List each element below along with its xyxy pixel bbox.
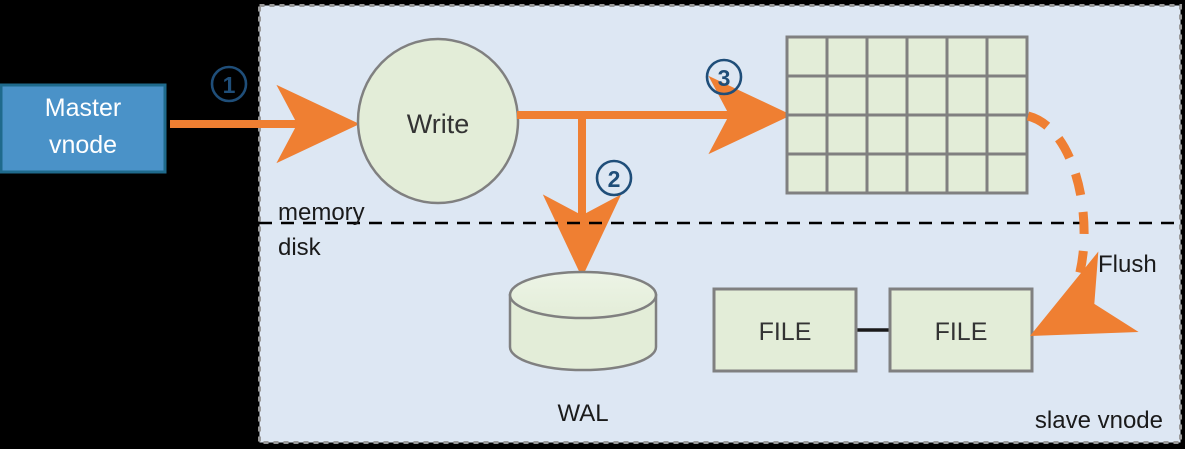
file-box-1[interactable] <box>712 287 858 373</box>
step-1-number: 1 <box>223 72 236 98</box>
file-box-2[interactable] <box>888 287 1034 373</box>
write-node-label: Write <box>407 109 470 139</box>
write-node[interactable] <box>356 37 520 205</box>
step-2-number: 2 <box>608 166 621 192</box>
flush-label: Flush <box>1098 251 1157 278</box>
file-box-1-label: FILE <box>759 318 812 346</box>
wal-cylinder-top <box>508 270 658 320</box>
flush-arrow <box>1026 111 1139 337</box>
memtable-grid[interactable] <box>785 35 1029 195</box>
wal-cylinder[interactable] <box>508 270 658 372</box>
disk-label: disk <box>278 234 322 261</box>
memory-label: memory <box>278 199 365 226</box>
slave-vnode-label: slave vnode <box>1035 407 1163 434</box>
wal-label: WAL <box>557 400 608 427</box>
step-3-number: 3 <box>718 65 731 91</box>
step-2-circle <box>595 159 633 197</box>
step-1-circle <box>210 65 248 103</box>
master-vnode-label-line2: vnode <box>49 131 117 159</box>
file-box-2-label: FILE <box>935 318 988 346</box>
master-vnode-box[interactable] <box>0 83 167 174</box>
master-vnode-label-line1: Master <box>45 94 121 122</box>
step-3-circle <box>705 58 743 96</box>
